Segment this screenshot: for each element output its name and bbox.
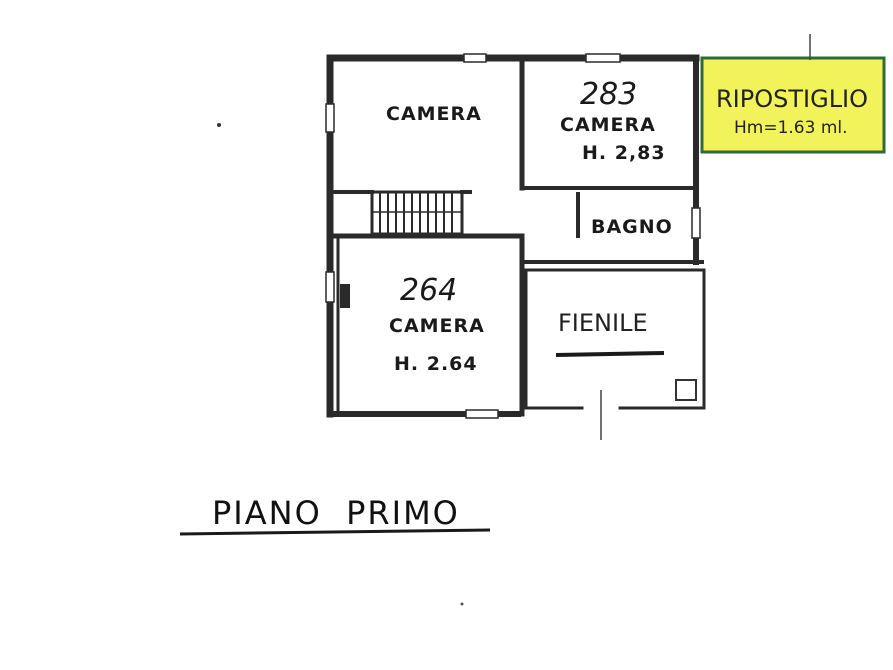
staircase (370, 190, 464, 236)
room-label-camera-top-right: CAMERA (560, 114, 656, 136)
room-label-camera-top-left: CAMERA (386, 103, 482, 125)
room-label-camera-bottom: CAMERA (389, 315, 485, 337)
ripostiglio-label: RIPOSTIGLIO (716, 85, 868, 113)
room-height-camera-top-right: H. 2,83 (582, 142, 666, 164)
interior-walls (328, 55, 704, 417)
floor-title-underline (179, 528, 491, 536)
window-marks (325, 53, 701, 419)
fienile-walls (524, 268, 706, 440)
ripostiglio-box: RIPOSTIGLIO Hm=1.63 ml. (700, 34, 886, 154)
room-label-bagno: BAGNO (591, 216, 673, 238)
handwritten-height-264: 264 (400, 273, 457, 308)
ripostiglio-height: Hm=1.63 ml. (734, 118, 848, 138)
room-label-fienile: FIENILE (558, 309, 648, 337)
room-height-camera-bottom: H. 2.64 (394, 353, 478, 375)
floor-title: PIANO PRIMO (212, 494, 460, 532)
fienile-hatch (675, 379, 697, 401)
handwritten-height-283: 283 (580, 77, 637, 112)
crossed-out-mark (555, 351, 665, 357)
